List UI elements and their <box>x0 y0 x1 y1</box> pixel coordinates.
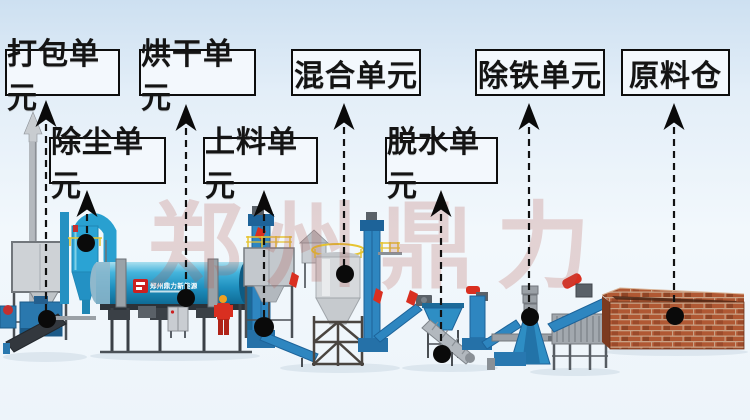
red-valve-wheel <box>3 305 13 315</box>
up-arrow-icon <box>333 103 355 130</box>
connection-dot <box>177 289 195 307</box>
up-arrow-icon <box>175 104 197 131</box>
up-arrow-icon <box>518 103 540 130</box>
ground-shadows <box>3 348 748 376</box>
unit-label-dewatering: 脱水单元 <box>385 126 498 203</box>
unit-label-packing: 打包单元 <box>5 38 120 115</box>
connection-dot <box>666 307 684 325</box>
up-arrow-icon <box>663 103 685 130</box>
rotary-drum-dryer-machine: 郑州鼎力新能源 <box>90 258 258 354</box>
unit-label-mixing: 混合单元 <box>291 49 421 96</box>
drum-riding-ring <box>207 258 219 308</box>
screw-conveyor <box>421 319 475 365</box>
unit-label-feeding: 上料单元 <box>203 126 318 203</box>
up-arrow-icon <box>35 100 57 127</box>
drum-brand-text: 郑州鼎力新能源 <box>150 281 198 290</box>
unit-label-dust-removal: 除尘单元 <box>49 126 166 203</box>
connection-dot <box>38 310 56 328</box>
unit-label-drying: 烘干单元 <box>139 38 256 115</box>
unit-label-raw-material-bin: 原料仓 <box>621 49 730 96</box>
drum-riding-ring <box>115 258 127 308</box>
connection-dot <box>521 308 539 326</box>
bucket-elevator-mixing-machine <box>358 212 402 352</box>
unit-label-iron-removal: 除铁单元 <box>475 49 605 96</box>
connection-dot <box>254 317 274 337</box>
worker-figure <box>214 295 233 335</box>
connection-dot <box>433 345 451 363</box>
up-arrow-icon <box>76 190 98 217</box>
up-arrow-icon <box>430 190 452 217</box>
connection-dot <box>77 234 95 252</box>
up-arrow-icon <box>253 190 275 217</box>
connection-dot <box>336 265 354 283</box>
magnetic-separator-machine <box>547 273 616 370</box>
dewatering-machine <box>373 286 522 366</box>
